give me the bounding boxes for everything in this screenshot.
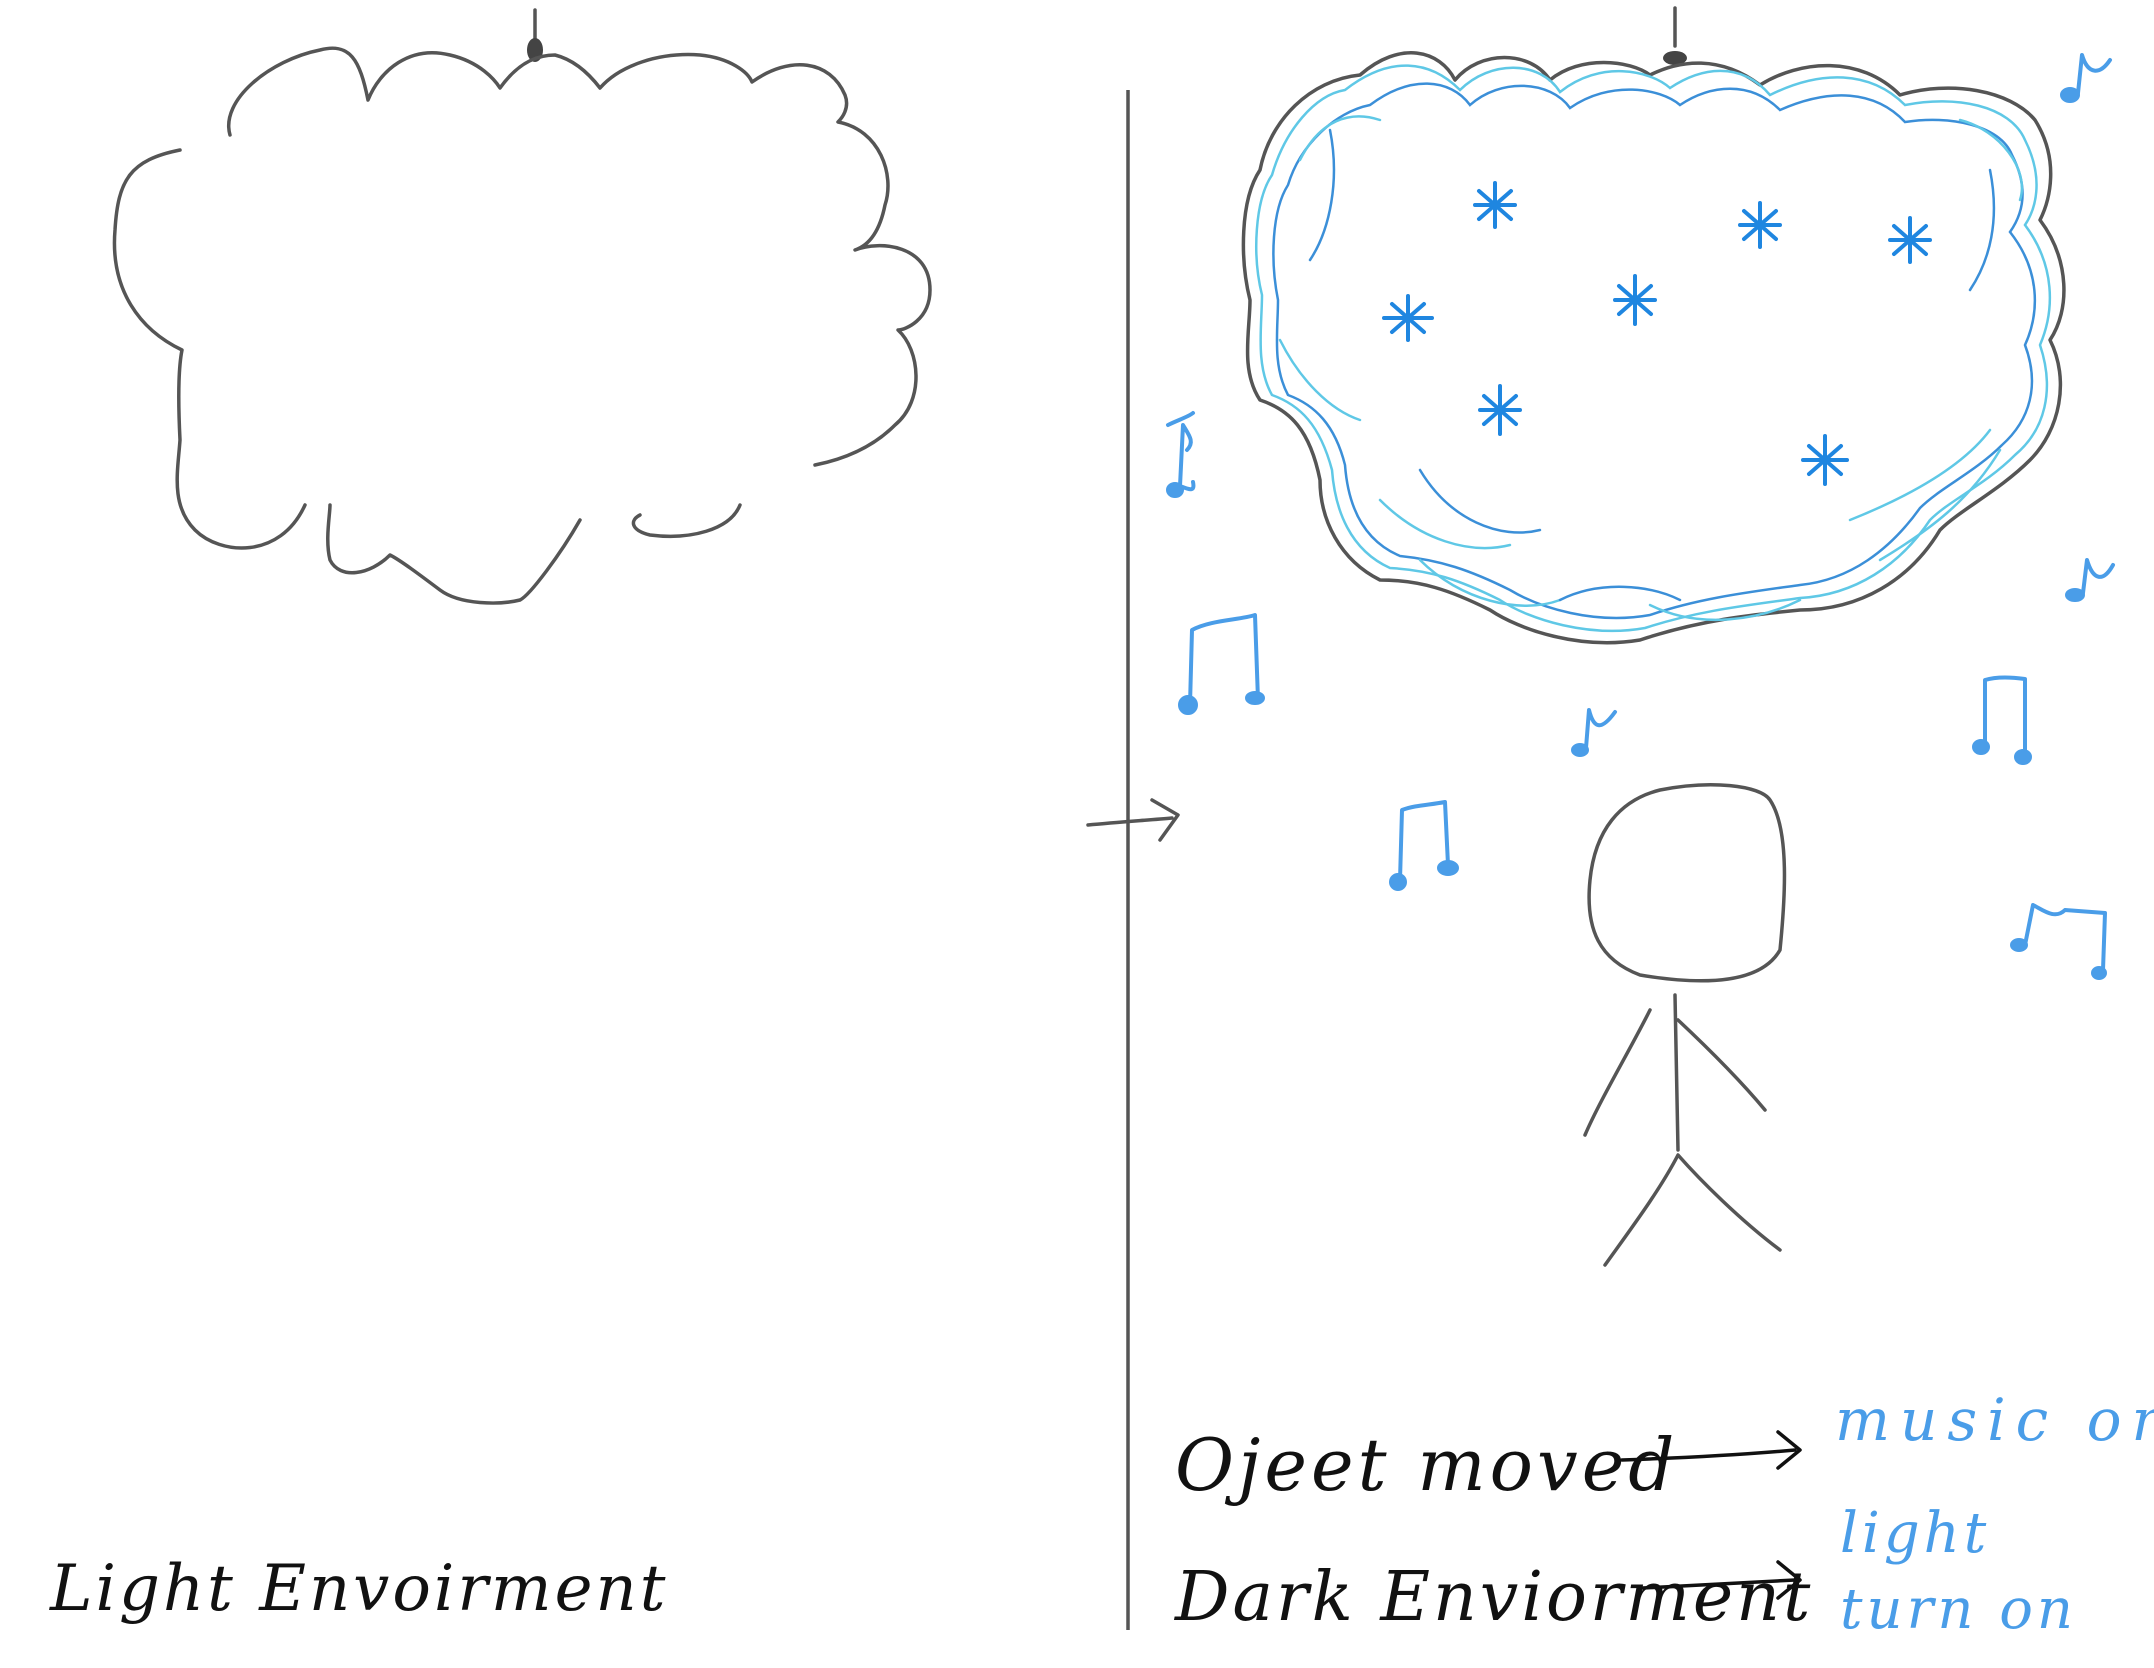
stars — [1382, 181, 1932, 486]
music-note-icon — [2060, 53, 2112, 103]
head — [1587, 783, 1787, 983]
glowing-cloud-lamp-icon — [1241, 51, 2066, 645]
right-arm — [1676, 1018, 1767, 1112]
music-note-pair-icon — [1178, 613, 1265, 715]
star-icon — [1473, 181, 1517, 229]
cloud-lamp-icon — [112, 46, 932, 605]
arrow-icon — [1086, 798, 1180, 842]
star-icon — [1801, 434, 1849, 486]
hanging-cord-icon — [527, 8, 543, 62]
right-panel: Ojeet moved music on Dark Enviorment lig… — [1166, 6, 2154, 1642]
rule-2-condition: Dark Enviorment — [1173, 1558, 1813, 1637]
rule-1-condition: Ojeet moved — [1175, 1423, 1678, 1507]
hanging-cord-icon — [1663, 6, 1687, 65]
star-icon — [1738, 201, 1782, 249]
music-note-pair-icon — [1389, 800, 1459, 891]
music-note-icon — [1166, 411, 1195, 427]
left-panel-caption: Light Envoirment — [49, 1552, 668, 1626]
rule-row-1: Ojeet moved music on — [1175, 1386, 2154, 1507]
rule-row-2: Dark Enviorment light turn on — [1173, 1501, 2077, 1642]
arrow-icon — [1641, 1560, 1802, 1600]
music-note-icon — [2065, 558, 2115, 602]
rule-1-result: music on — [1835, 1386, 2154, 1454]
rule-2-result-line-2: turn on — [1840, 1577, 2077, 1642]
stick-figure — [1583, 783, 1787, 1267]
body — [1673, 993, 1680, 1152]
music-note-pair-icon — [2010, 903, 2107, 980]
music-note-icon — [1571, 708, 1617, 757]
legs — [1603, 1153, 1782, 1267]
rule-2-result-line-1: light — [1840, 1501, 1990, 1566]
music-notes — [1166, 53, 2115, 980]
star-icon — [1613, 274, 1657, 326]
star-icon — [1478, 384, 1522, 436]
star-icon — [1382, 294, 1434, 342]
left-panel: Light Envoirment — [49, 8, 932, 1626]
music-note-icon — [1166, 423, 1196, 498]
arrow-icon — [1620, 1430, 1802, 1470]
music-note-pair-icon — [1972, 675, 2032, 765]
star-icon — [1888, 216, 1932, 264]
left-arm — [1583, 1008, 1652, 1137]
